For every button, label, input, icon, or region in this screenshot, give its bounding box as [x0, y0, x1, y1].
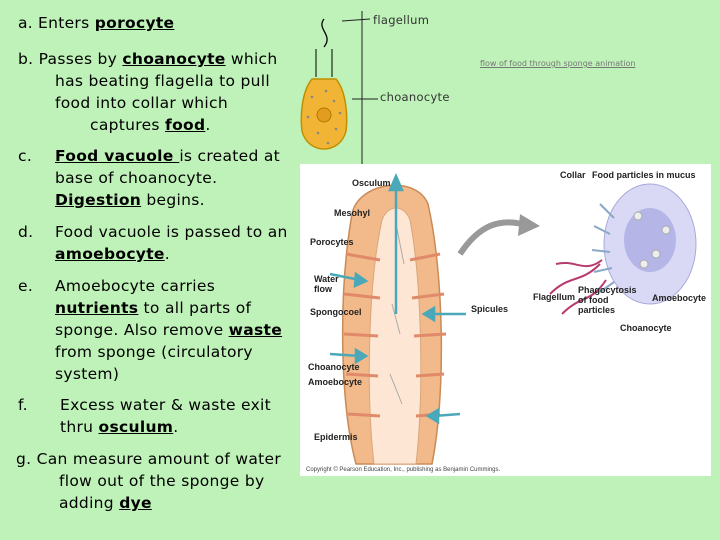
step-d-label: d. [18, 223, 34, 241]
step-b-text: Passes by [38, 50, 123, 68]
sponge-cross-section [329, 172, 697, 465]
step-e-line1: Amoebocyte carries [55, 277, 216, 295]
step-g-line3: adding [59, 494, 120, 512]
collar-label: Collar [560, 170, 586, 180]
step-d-line1: Food vacuole is passed to an [55, 223, 288, 241]
step-f-line2-end: . [173, 418, 179, 436]
spicules-label: Spicules [471, 304, 509, 314]
step-b-term2: food [165, 116, 206, 134]
step-g-label: g. [16, 450, 32, 468]
step-c-line1-end: is created at [179, 147, 281, 165]
step-g-term: dye [119, 494, 152, 512]
choanocyte-right-label: Choanocyte [620, 323, 672, 333]
step-c-label: c. [18, 147, 33, 165]
step-a: a.Enters porocyte [18, 12, 174, 34]
step-b-line2: has beating flagella to pull [55, 72, 271, 90]
amoebocyte-diagram-label: Amoebocyte [308, 377, 363, 387]
step-g: g. Can measure amount of water flow out … [16, 448, 281, 514]
step-e-line2-end: to all parts of [138, 299, 252, 317]
step-d: d. Food vacuole is passed to an amoebocyt… [18, 221, 288, 265]
choanocyte-illustration [300, 11, 378, 165]
step-f-line2: thru [60, 418, 99, 436]
step-b-line1-end: which [225, 50, 278, 68]
step-e-line5: system) [55, 365, 120, 383]
step-f-term: osculum [98, 418, 174, 436]
copyright-text: Copyright © Pearson Education, Inc., pub… [306, 467, 501, 473]
step-c-term2: Digestion [55, 191, 142, 209]
step-b-line4: captures [90, 116, 166, 134]
step-e-line3: sponge. Also remove [55, 321, 229, 339]
step-e-term2: waste [228, 321, 283, 339]
step-b-term: choanocyte [122, 50, 226, 68]
step-f-line1: Excess water & waste exit [60, 396, 272, 414]
step-e: e. Amoebocyte carries nutrients to all pa… [18, 275, 282, 385]
step-b: b. Passes by choanocyte which has beatin… [18, 48, 278, 136]
food-particles-label: Food particles in mucus [592, 170, 696, 180]
step-e-term: nutrients [55, 299, 139, 317]
step-g-line2: flow out of the sponge by [59, 472, 265, 490]
step-f: f. Excess water & waste exit thru osculum… [18, 394, 271, 438]
step-g-line1: Can measure amount of water [36, 450, 282, 468]
step-e-label: e. [18, 277, 34, 295]
porocytes-label: Porocytes [310, 237, 354, 247]
animation-link[interactable]: flow of food through sponge animation [480, 59, 636, 68]
sponge-diagram: Osculum Mesohyl Porocytes Water flow Spo… [300, 164, 711, 476]
choanocyte-label: choanocyte [380, 90, 450, 104]
spongocoel-label: Spongocoel [310, 307, 362, 317]
step-c-term: Food vacuole [55, 147, 180, 165]
step-a-label: a. [18, 14, 34, 32]
flagellum-label: flagellum [373, 13, 430, 27]
step-b-line4-end: . [205, 116, 211, 134]
step-b-line3: food into collar which [55, 94, 228, 112]
step-d-line2-end: . [164, 245, 170, 263]
amoebocyte-right-label: Amoebocyte [652, 293, 707, 303]
step-d-term: amoebocyte [55, 245, 165, 263]
step-c-line3-end: begins. [141, 191, 205, 209]
step-a-term: porocyte [94, 14, 175, 32]
water-flow-label: Water flow [314, 274, 339, 294]
step-c-line2: base of choanocyte. [55, 169, 218, 187]
phagocytosis-label: Phagocytosis of food particles [578, 285, 637, 315]
flagellum-diagram-label: Flagellum [533, 292, 576, 302]
step-b-label: b. [18, 50, 34, 68]
osculum-label: Osculum [352, 178, 391, 188]
step-a-text: Enters [38, 14, 95, 32]
mesohyl-label: Mesohyl [334, 208, 371, 218]
step-f-label: f. [18, 396, 28, 414]
step-e-line4: from sponge (circulatory [55, 343, 253, 361]
choanocyte-diagram-label: Choanocyte [308, 362, 360, 372]
epidermis-label: Epidermis [314, 432, 358, 442]
step-c: c. Food vacuole is created at base of cho… [18, 145, 280, 211]
